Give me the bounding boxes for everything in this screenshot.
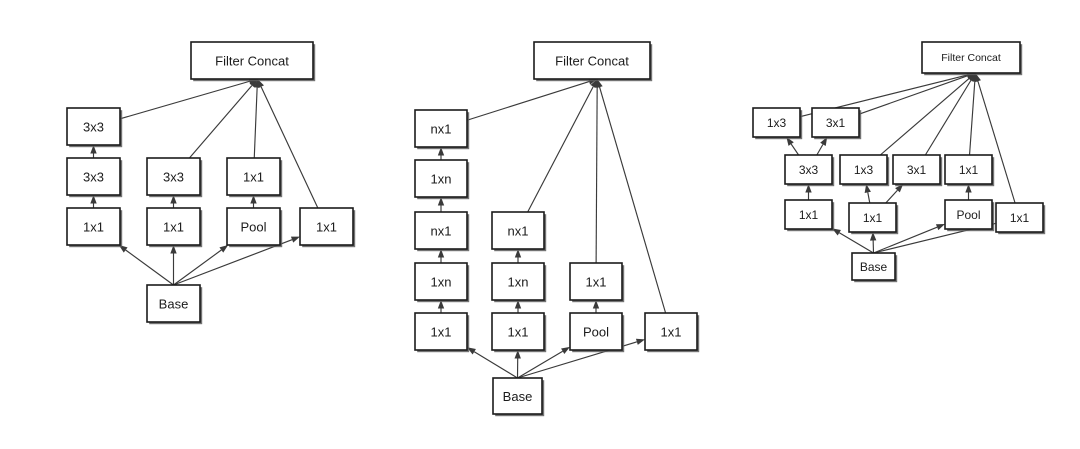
node-label: 1xn [431,172,452,187]
node-label: Base [860,260,888,274]
node-b-nx1-top[interactable]: nx1 [414,109,470,150]
node-c-1x1-c1[interactable]: 1x1 [784,199,835,232]
node-label: 1x1 [799,208,819,222]
node-label: 1x1 [243,170,264,185]
node-label: 3x1 [826,116,846,130]
node-label: Pool [240,220,266,235]
node-label: 3x3 [799,163,819,177]
node-label: 1x3 [767,116,787,130]
node-b-1x1-c1[interactable]: 1x1 [414,312,470,353]
node-b-1xn-2[interactable]: 1xn [414,262,470,303]
node-b-pool[interactable]: Pool [569,312,625,353]
node-a-pool[interactable]: Pool [226,207,283,248]
node-label: nx1 [431,224,452,239]
node-label: Base [503,389,533,404]
node-a-1x1-c1[interactable]: 1x1 [66,207,123,248]
node-c-1x1-c4[interactable]: 1x1 [995,202,1046,235]
node-label: 1x1 [661,325,682,340]
node-label: 1x1 [586,275,607,290]
node-a-1x1-c3[interactable]: 1x1 [226,157,283,198]
node-label: nx1 [508,224,529,239]
node-c-1x1-c2[interactable]: 1x1 [848,202,899,235]
node-a-base[interactable]: Base [146,284,203,325]
node-b-1x1-c4[interactable]: 1x1 [644,312,700,353]
node-a-1x1-c2[interactable]: 1x1 [146,207,203,248]
node-label: 1x1 [863,211,883,225]
node-label: 3x1 [907,163,927,177]
node-b-concat[interactable]: Filter Concat [533,41,653,82]
node-label: 1x3 [854,163,874,177]
node-c-3x3[interactable]: 3x3 [784,154,835,187]
node-label: 1x1 [1010,211,1030,225]
node-label: Base [159,297,189,312]
node-b-1x1-c2[interactable]: 1x1 [491,312,547,353]
node-label: 1xn [508,275,529,290]
node-b-nx1-3[interactable]: nx1 [414,211,470,252]
node-label: 3x3 [163,170,184,185]
node-a-concat[interactable]: Filter Concat [190,41,316,82]
node-label: nx1 [431,122,452,137]
node-label: 1x1 [316,220,337,235]
node-c-1x1-r2[interactable]: 1x1 [944,154,995,187]
node-label: 3x3 [83,120,104,135]
node-c-1x3-top[interactable]: 1x3 [752,107,803,140]
middle-inception-module-edges [437,78,667,379]
node-b-base[interactable]: Base [492,377,545,417]
node-c-1x3-mid[interactable]: 1x3 [839,154,890,187]
node-label: Filter Concat [215,54,289,69]
node-b-1x1-c3[interactable]: 1x1 [569,262,625,303]
node-b-nx1-c2[interactable]: nx1 [491,211,547,252]
node-label: 1x1 [431,325,452,340]
node-c-concat[interactable]: Filter Concat [921,41,1023,76]
node-label: 1x1 [508,325,529,340]
node-label: 3x3 [83,170,104,185]
node-c-3x1-mid[interactable]: 3x1 [892,154,943,187]
node-a-3x3-mid[interactable]: 3x3 [66,157,123,198]
node-label: Filter Concat [555,54,629,69]
node-b-1xn-c2[interactable]: 1xn [491,262,547,303]
node-c-3x1-top[interactable]: 3x1 [811,107,862,140]
node-c-pool[interactable]: Pool [944,199,995,232]
node-a-3x3-c2[interactable]: 3x3 [146,157,203,198]
node-label: 1xn [431,275,452,290]
node-c-base[interactable]: Base [851,252,898,283]
node-a-3x3-top[interactable]: 3x3 [66,107,123,148]
left-inception-module-edges [90,78,319,286]
edges-layer [90,71,1016,379]
node-label: 1x1 [83,220,104,235]
node-label: Pool [956,208,980,222]
node-label: Filter Concat [941,52,1001,64]
middle-inception-module-nodes: Filter Concat nx1 1xn nx1 1xn 1x1 nx1 1xn 1x1 1x1… [414,41,700,417]
node-label: 1x1 [163,220,184,235]
node-a-1x1-c4[interactable]: 1x1 [299,207,356,248]
node-label: 1x1 [959,163,979,177]
node-b-1xn-4[interactable]: 1xn [414,159,470,200]
node-label: Pool [583,325,609,340]
